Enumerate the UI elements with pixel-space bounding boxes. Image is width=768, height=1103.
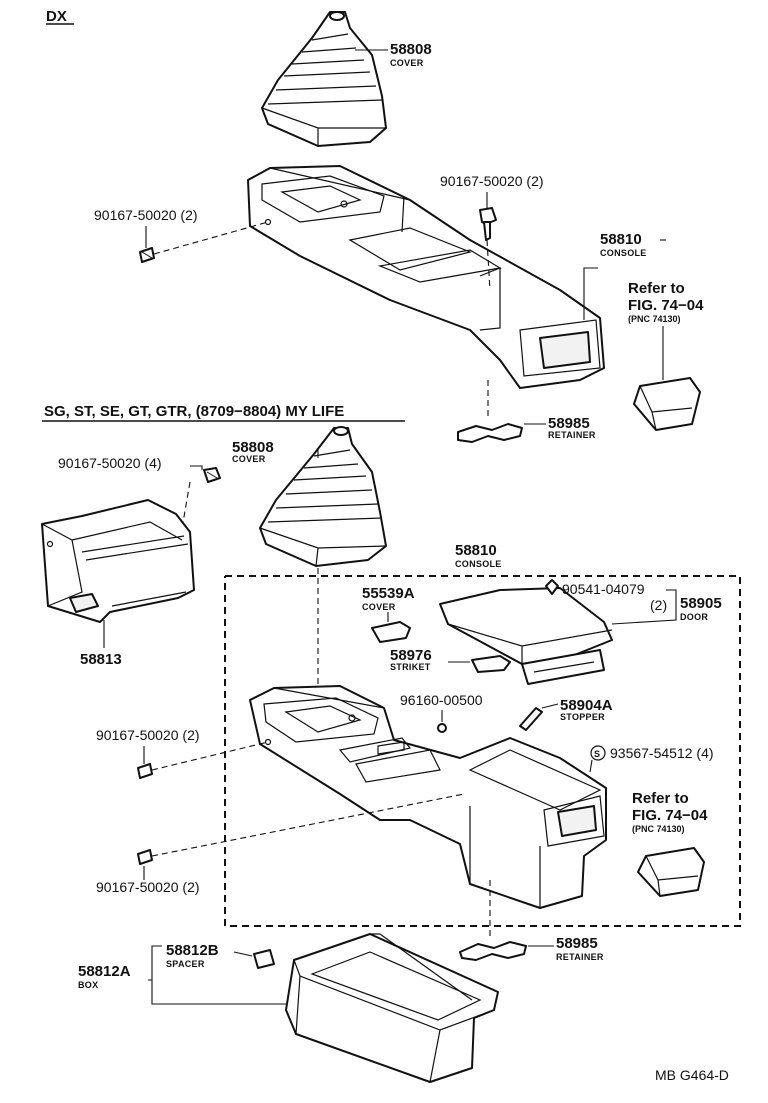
refer-top-line1: Refer to — [628, 280, 685, 297]
screw-bottom-bracket — [203, 467, 221, 483]
label-58808-bottom-number: 58808 — [232, 439, 274, 456]
leader-58812-bracket-top — [148, 945, 162, 981]
leader-58810-top — [583, 267, 598, 320]
stopper-58904a — [519, 707, 543, 731]
label-96160-number: 96160-00500 — [400, 692, 483, 708]
label-58808-top-name: COVER — [390, 58, 424, 68]
label-58985-bottom-name: RETAINER — [556, 952, 604, 962]
refer-top-line3: (PNC 74130) — [628, 314, 681, 324]
label-58976-number: 58976 — [390, 647, 432, 664]
dash-top-left-screw — [153, 221, 269, 255]
label-90541-qty: (2) — [650, 597, 667, 613]
label-55539a-number: 55539A — [362, 585, 415, 602]
heading-dx: DX — [46, 8, 67, 25]
retainer-bottom — [459, 941, 527, 961]
screw-bottom-low — [137, 849, 153, 865]
dash-top-center-screw — [486, 239, 491, 291]
label-58904a-name: STOPPER — [560, 712, 605, 722]
label-93567-number: 93567-54512 (4) — [610, 745, 714, 761]
dash-screw-low — [151, 793, 465, 857]
shift-boot-cover-top — [261, 11, 387, 147]
label-90167-mid: 90167-50020 (2) — [96, 727, 200, 743]
label-58808-top-number: 58808 — [390, 41, 432, 58]
s-mark: S — [594, 749, 600, 759]
screw-bottom-mid — [137, 763, 153, 779]
label-58985-bottom-number: 58985 — [556, 935, 598, 952]
ashtray-bottom — [637, 847, 705, 897]
leader-90541-58905 — [611, 589, 677, 625]
label-58985-top-number: 58985 — [548, 415, 590, 432]
screw-top-left — [139, 247, 155, 263]
dash-screw-mid — [151, 741, 269, 771]
shift-boot-cover-bottom — [259, 426, 387, 567]
console-box-58812a — [285, 933, 499, 1083]
leader-90167-four — [190, 465, 203, 470]
label-58810-bottom-number: 58810 — [455, 542, 497, 559]
label-55539a-name: COVER — [362, 602, 396, 612]
label-90541-number: 90541-04079 — [562, 581, 645, 597]
refer-bottom-line3: (PNC 74130) — [632, 824, 685, 834]
console-assembly-box — [224, 575, 741, 927]
label-90167-top-left: 90167-50020 (2) — [94, 207, 198, 223]
leader-93567 — [589, 759, 593, 773]
label-58810-bottom-name: CONSOLE — [455, 559, 502, 569]
refer-bottom-line2: FIG. 74−04 — [632, 807, 708, 824]
bracket-58813 — [41, 499, 195, 623]
label-58905-number: 58905 — [680, 595, 722, 612]
console-bottom — [249, 685, 607, 909]
label-58810-top-name: CONSOLE — [600, 248, 647, 258]
leader-58812-bracket-bottom — [151, 980, 286, 1005]
refer-bottom-line1: Refer to — [632, 790, 689, 807]
console-door — [439, 587, 613, 685]
refer-top-line2: FIG. 74−04 — [628, 297, 704, 314]
label-58905-name: DOOR — [680, 612, 708, 622]
leader-58812b — [233, 951, 253, 957]
label-58976-name: STRIKET — [390, 662, 431, 672]
retainer-top — [457, 423, 523, 443]
label-90167-four: 90167-50020 (4) — [58, 455, 162, 471]
console-top — [247, 165, 605, 389]
small-cover-55539a — [371, 621, 411, 643]
striker-58976 — [471, 655, 511, 673]
label-58812b-number: 58812B — [166, 942, 219, 959]
label-58812a-name: BOX — [78, 980, 98, 990]
spacer-58812b — [253, 949, 275, 969]
label-58810-top-number: 58810 — [600, 231, 642, 248]
label-90167-low: 90167-50020 (2) — [96, 879, 200, 895]
label-58904a-number: 58904A — [560, 697, 613, 714]
label-90167-top-center: 90167-50020 (2) — [440, 173, 544, 189]
label-58812b-name: SPACER — [166, 959, 205, 969]
label-58813-number: 58813 — [80, 651, 122, 668]
label-58812a-number: 58812A — [78, 963, 131, 980]
ashtray-top — [633, 377, 701, 431]
leader-58904a — [541, 703, 559, 709]
screw-90541 — [545, 579, 559, 595]
screw-top-center — [479, 207, 497, 241]
s-mark-circle — [590, 745, 606, 761]
label-58985-top-name: RETAINER — [548, 430, 596, 440]
label-58808-bottom-name: COVER — [232, 454, 266, 464]
grommet-96160 — [437, 723, 447, 733]
drawing-reference-code: MB G464-D — [655, 1067, 729, 1083]
heading-sg-models: SG, ST, SE, GT, GTR, (8709−8804) MY LIFE — [44, 403, 344, 420]
